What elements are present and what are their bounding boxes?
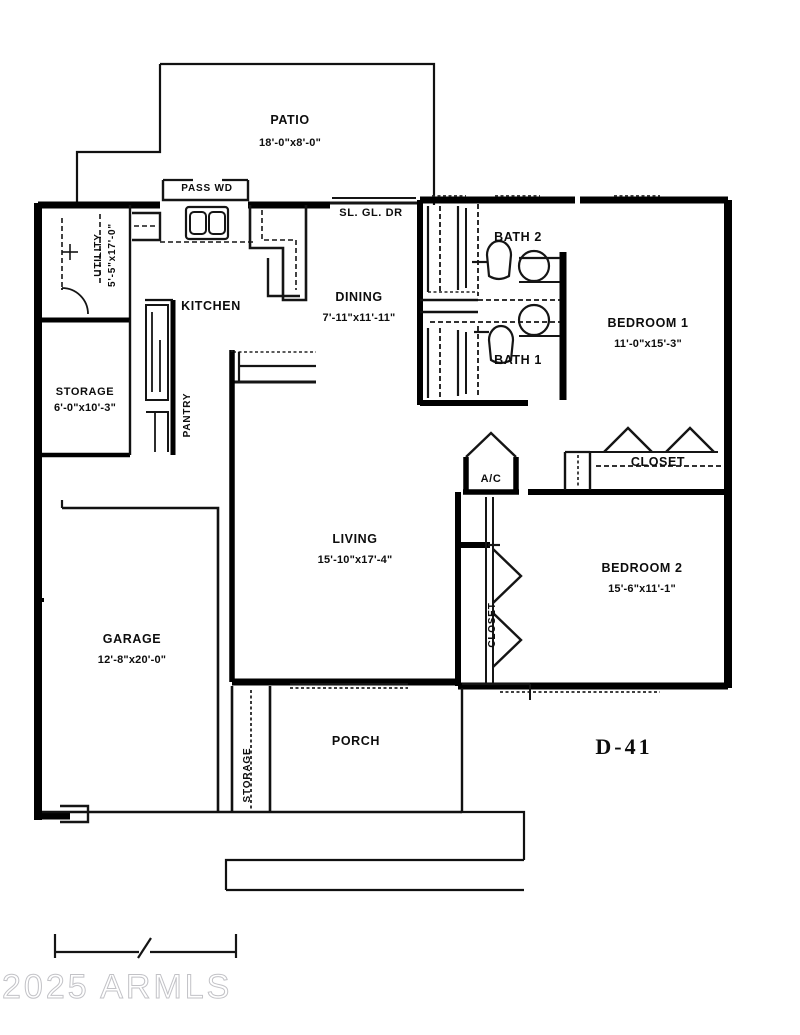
label-patio-dim: 18'-0"x8'-0": [259, 137, 321, 149]
label-sliding-glass-door: SL. GL. DR: [339, 207, 402, 219]
label-pass-wd: PASS WD: [181, 183, 233, 194]
label-storage-left-dim: 6'-0"x10'-3": [54, 402, 116, 414]
dimension-line: [53, 934, 238, 959]
kitchen-area: [132, 178, 308, 455]
label-dining-dim: 7'-11"x11'-11": [323, 312, 396, 324]
label-closet-bed2: CLOSET: [487, 602, 498, 647]
porch-area: [218, 682, 531, 892]
bathrooms-area: [417, 195, 660, 406]
dining-area: [231, 197, 418, 400]
garage-area: [36, 598, 218, 824]
label-bedroom2-name: BEDROOM 2: [601, 561, 682, 575]
label-utility-name: UTILITY: [93, 233, 104, 276]
bedroom1-area: [528, 426, 728, 495]
label-garage-name: GARAGE: [103, 632, 161, 646]
label-dining-name: DINING: [335, 290, 382, 304]
label-bedroom2-dim: 15'-6"x11'-1": [608, 583, 676, 595]
label-porch-name: PORCH: [332, 734, 380, 748]
label-living-name: LIVING: [332, 532, 377, 546]
patio-outline: [75, 62, 436, 205]
label-storage-porch: STORAGE: [242, 748, 253, 803]
exterior-walls: [34, 196, 732, 820]
storage-left-room: [38, 320, 132, 458]
label-bath1-name: BATH 1: [494, 353, 542, 367]
label-garage-dim: 12'-8"x20'-0": [98, 654, 166, 666]
label-pantry-name: PANTRY: [182, 393, 193, 438]
label-closet-bed1: CLOSET: [631, 455, 685, 469]
label-kitchen-name: KITCHEN: [181, 299, 241, 313]
label-ac-closet: A/C: [481, 473, 502, 485]
label-utility-dim: 5'-5"x17'-0": [107, 223, 118, 287]
armls-watermark: 2025 ARMLS: [1, 968, 233, 1007]
label-patio-name: PATIO: [270, 113, 309, 127]
ac-closet: [463, 431, 519, 495]
label-bedroom1-name: BEDROOM 1: [607, 316, 688, 330]
label-storage-left-name: STORAGE: [56, 386, 114, 398]
utility-room: [38, 205, 132, 323]
living-area: [60, 350, 408, 812]
label-bedroom1-dim: 11'-0"x15'-3": [614, 338, 682, 350]
plan-code: D-41: [595, 734, 652, 759]
label-bath2-name: BATH 2: [494, 230, 542, 244]
label-living-dim: 15'-10"x17'-4": [318, 554, 393, 566]
room-labels: PATIO 18'-0"x8'-0" PASS WD SL. GL. DR UT…: [54, 113, 688, 803]
